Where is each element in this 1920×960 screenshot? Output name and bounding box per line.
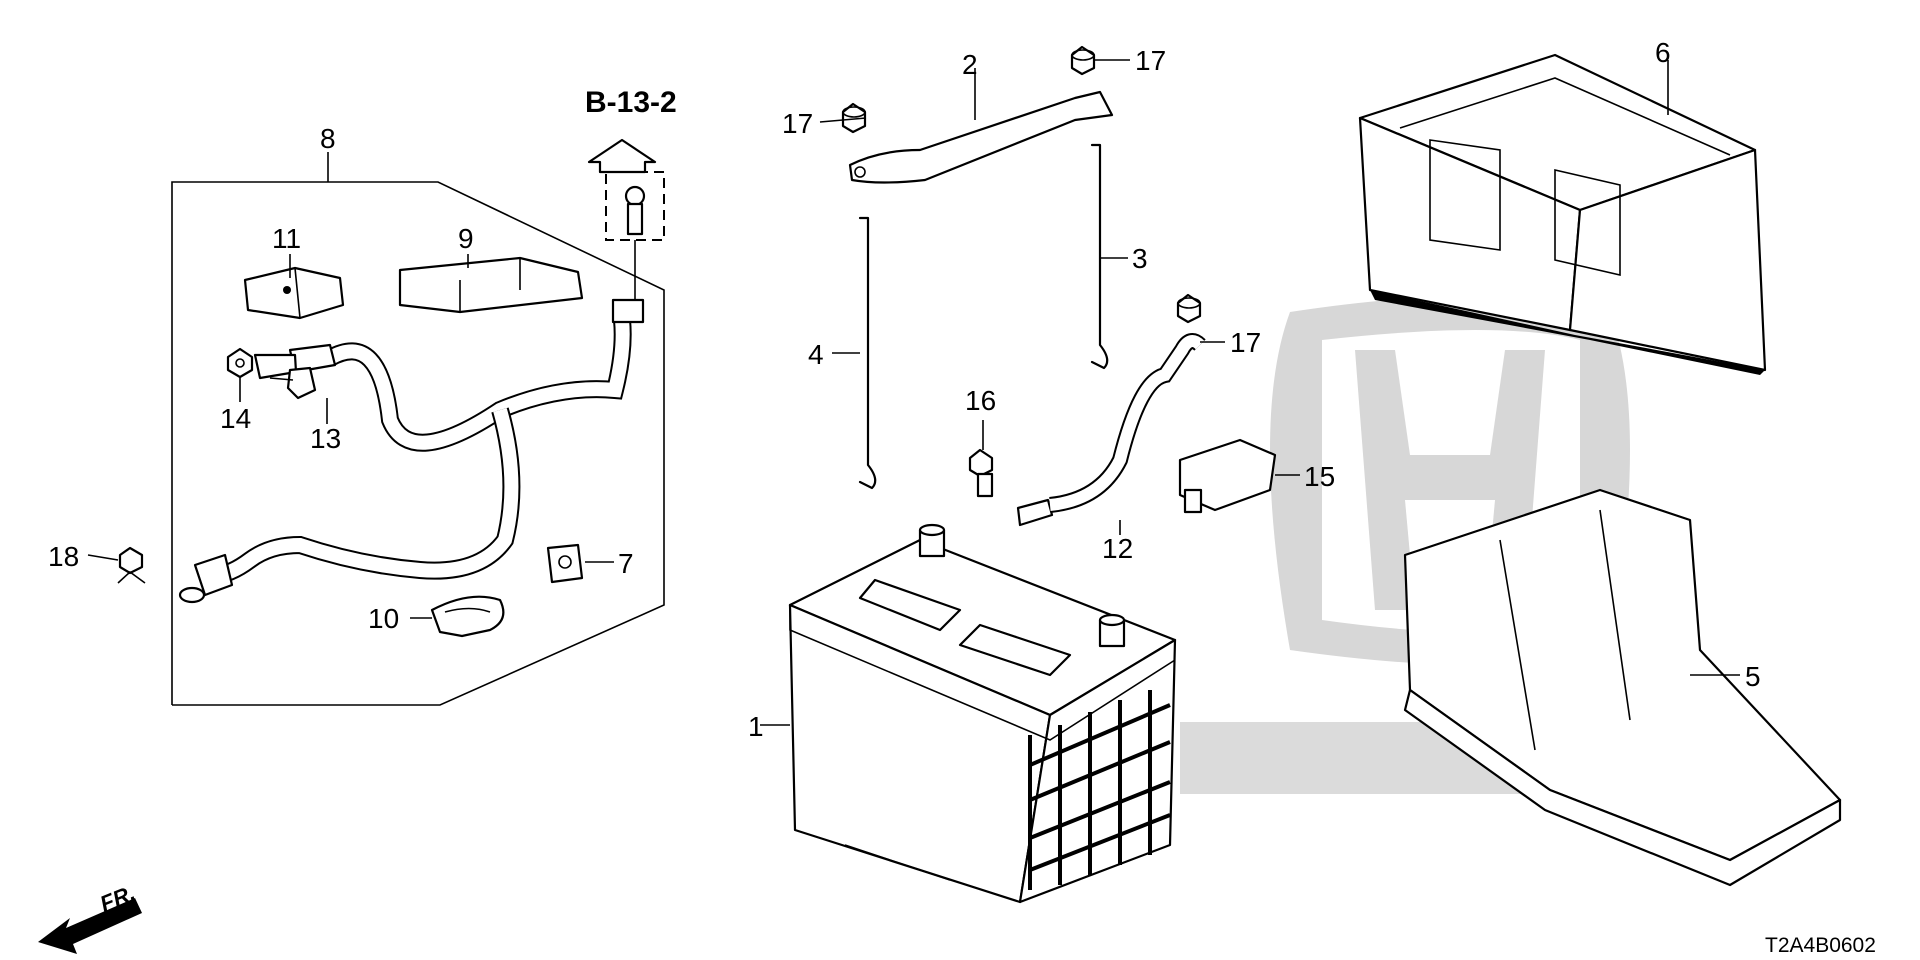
callout-7: 7 [618, 548, 634, 579]
callout-15: 15 [1304, 461, 1335, 492]
callout-4: 4 [808, 339, 824, 370]
callout-14: 14 [220, 403, 251, 434]
cable-holder-9 [398, 256, 584, 314]
callout-1: 1 [748, 711, 764, 742]
callout-labels: 1 2 3 4 5 6 7 8 9 10 11 12 13 14 15 16 1… [48, 37, 1761, 742]
nut-18 [118, 546, 144, 575]
battery-sensor-15 [1178, 438, 1277, 514]
hold-down-rod-3 [1090, 143, 1109, 370]
bolt-16 [968, 448, 994, 498]
terminal-cover-11 [243, 266, 345, 320]
hold-down-bracket-2 [848, 90, 1114, 184]
battery-box-6 [1358, 53, 1767, 375]
ground-cable-12 [1016, 333, 1206, 527]
reference-arrow[interactable] [587, 138, 665, 241]
battery-1 [788, 523, 1177, 904]
front-direction-indicator: FR. [38, 880, 142, 954]
flange-nut-17b [1070, 45, 1096, 76]
callout-18: 18 [48, 541, 79, 572]
callout-5: 5 [1745, 661, 1761, 692]
bolt-13 [269, 366, 317, 400]
callout-13: 13 [310, 423, 341, 454]
ground-bolt [624, 185, 646, 310]
callout-17a: 17 [782, 108, 813, 139]
callout-8: 8 [320, 123, 336, 154]
battery-tray-5 [1403, 488, 1842, 887]
hold-down-rod-4 [858, 216, 877, 490]
battery-cable-assembly-outline [171, 181, 665, 706]
callout-2: 2 [962, 49, 978, 80]
battery-cable [178, 298, 645, 604]
callout-6: 6 [1655, 37, 1671, 68]
callout-16: 16 [965, 385, 996, 416]
callout-9: 9 [458, 223, 474, 254]
flange-nut-17c [1176, 293, 1202, 324]
callout-3: 3 [1132, 243, 1148, 274]
nut-14 [226, 347, 254, 379]
clip-7 [546, 543, 584, 584]
reference-label[interactable]: B-13-2 [585, 86, 677, 119]
callout-17c: 17 [1230, 327, 1261, 358]
callout-10: 10 [368, 603, 399, 634]
callout-17b: 17 [1135, 45, 1166, 76]
grommet-10 [430, 595, 505, 638]
drawing-code: T2A4B0602 [1765, 934, 1876, 957]
flange-nut-17a [841, 102, 867, 134]
leader-lines [87, 59, 1740, 726]
callout-11: 11 [272, 223, 301, 254]
callout-12: 12 [1102, 533, 1133, 564]
